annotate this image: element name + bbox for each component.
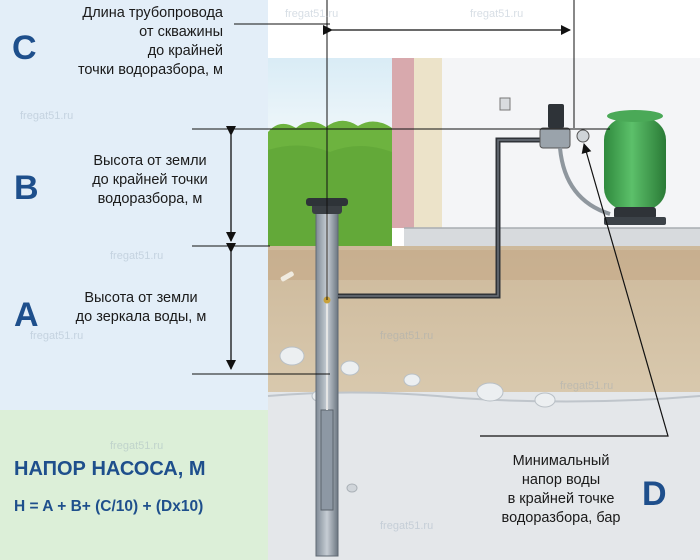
submersible-pump xyxy=(320,409,334,511)
label-a-letter: A xyxy=(14,296,39,334)
watermark: fregat51.ru xyxy=(30,330,84,342)
house-wall-inner xyxy=(414,58,442,228)
valve-assembly xyxy=(539,127,571,149)
formula-panel xyxy=(0,410,268,560)
label-c-line: точки водоразбора, м xyxy=(77,62,223,78)
formula-expression: H = A + B+ (C/10) + (Dx10) xyxy=(14,498,204,515)
label-d-line: в крайней точке xyxy=(507,491,615,507)
label-c-line: от скважины xyxy=(139,24,223,40)
label-c-text: Длина трубопровода от скважины до крайне… xyxy=(20,4,223,80)
formula-title: НАПОР НАСОСА, М xyxy=(14,458,206,480)
label-c-line: Длина трубопровода xyxy=(82,5,223,21)
house-wall-outer xyxy=(392,58,414,228)
label-b-text: Высота от земли до крайней точки водораз… xyxy=(70,152,230,209)
watermark: fregat51.ru xyxy=(20,110,74,122)
label-b-letter: B xyxy=(14,169,39,207)
gauge-icon xyxy=(576,129,590,143)
label-b-line: Высота от земли xyxy=(93,153,207,169)
watermark: fregat51.ru xyxy=(470,8,524,20)
watermark: fregat51.ru xyxy=(380,330,434,342)
label-d-line: напор воды xyxy=(521,472,601,488)
aquifer-layer xyxy=(268,392,700,560)
watermark: fregat51.ru xyxy=(560,380,614,392)
label-c-letter: C xyxy=(12,29,37,67)
arrow-d xyxy=(480,143,669,437)
label-a-line: Высота от земли xyxy=(84,290,198,306)
watermark: fregat51.ru xyxy=(380,520,434,532)
label-a-line: до зеркала воды, м xyxy=(75,309,207,325)
foundation-slab xyxy=(404,228,700,272)
flex-hose xyxy=(558,147,611,216)
watermark: fregat51.ru xyxy=(110,250,164,262)
watermark: fregat51.ru xyxy=(285,8,339,20)
left-panel xyxy=(0,0,268,410)
label-c-line: до крайней xyxy=(147,43,223,59)
label-d-text: Минимальный напор воды в крайней точке в… xyxy=(486,452,636,528)
label-d-line: водоразбора, бар xyxy=(501,510,621,526)
label-d-line: Минимальный xyxy=(512,453,610,469)
watermark: fregat51.ru xyxy=(110,440,164,452)
label-a-text: Высота от земли до зеркала воды, м xyxy=(52,289,230,327)
label-b-line: до крайней точки xyxy=(92,172,208,188)
bone-icon xyxy=(280,271,294,282)
label-b-line: водоразбора, м xyxy=(97,191,203,207)
label-d-letter: D xyxy=(642,475,667,513)
sky xyxy=(268,58,398,133)
rock xyxy=(279,346,305,366)
pressure-switch-icon xyxy=(548,104,564,128)
expansion-tank xyxy=(604,118,666,210)
